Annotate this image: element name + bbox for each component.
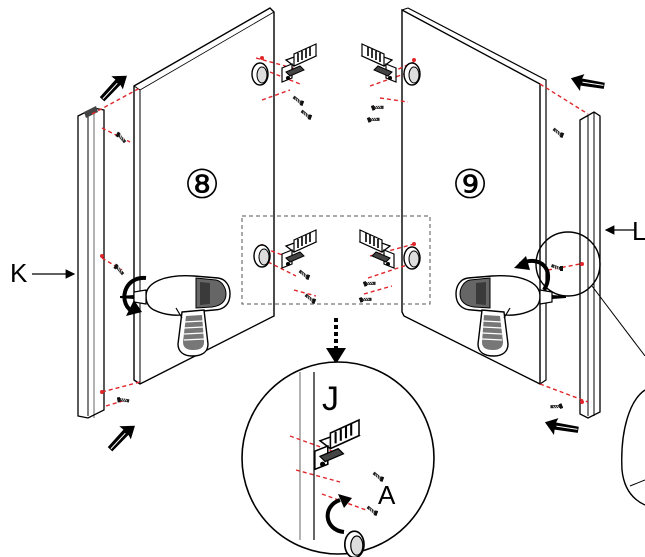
part-a-label: A — [378, 480, 396, 510]
step-8-number: ⑧ — [184, 162, 220, 208]
panel-l — [579, 111, 601, 419]
panel-k — [77, 106, 105, 419]
rotation-arrow-icon-left — [122, 275, 147, 316]
rotation-arrow-icon-right — [514, 256, 551, 292]
zoom-circle-small — [535, 231, 645, 506]
step-9-label: ⑨ — [452, 162, 488, 208]
detail-circle: J A — [241, 361, 435, 557]
step-9-number: ⑨ — [452, 162, 488, 208]
part-l-label: L — [632, 216, 645, 246]
part-j-label: J — [322, 380, 339, 418]
part-k-label: K — [10, 258, 28, 288]
down-arrow — [326, 318, 346, 364]
step-8-label: ⑧ — [184, 162, 220, 208]
detail-box — [241, 215, 431, 305]
label-k: K — [10, 258, 76, 288]
label-l: L — [604, 216, 645, 246]
